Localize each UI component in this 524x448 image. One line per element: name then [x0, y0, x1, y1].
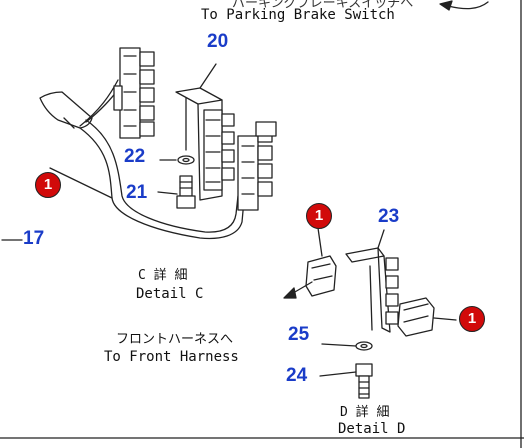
- bracket-20: [175, 63, 235, 201]
- callout-17: 17: [23, 228, 45, 249]
- washer-22: [159, 155, 195, 165]
- detail-c-label-jp: C 詳 細: [138, 268, 188, 283]
- front-harness-label-jp: フロントハーネスへ: [116, 332, 234, 347]
- bolt-24: [319, 363, 373, 399]
- parking-brake-label-en: To Parking Brake Switch: [201, 7, 395, 23]
- callout-20: 20: [207, 31, 229, 52]
- detail-d-label-en: Detail D: [338, 421, 406, 437]
- connector-d-right: [397, 297, 457, 337]
- callout-23: 23: [378, 206, 400, 227]
- connector-stack-left: [113, 47, 155, 139]
- reference-badge-connector-left: 1: [306, 203, 332, 229]
- reference-badge-cable: 1: [35, 172, 61, 198]
- detail-c-label-en: Detail C: [136, 286, 204, 302]
- leader-parking-brake: [439, 0, 489, 11]
- callout-25: 25: [288, 324, 310, 345]
- callout-21: 21: [126, 182, 148, 203]
- callout-24: 24: [286, 365, 308, 386]
- cable-harness-c: [39, 79, 245, 240]
- bracket-23: [345, 229, 399, 333]
- reference-badge-connector-right: 1: [459, 306, 485, 332]
- connector-d-left: [305, 227, 337, 297]
- arrow-front-harness: [283, 281, 313, 299]
- callout-22: 22: [124, 146, 146, 167]
- front-harness-label-en: To Front Harness: [104, 349, 239, 365]
- bolt-21: [157, 175, 196, 209]
- detail-d-label-jp: D 詳 細: [340, 405, 390, 420]
- parking-brake-label-jp: パーキングブレーキスイッチへ: [232, 0, 414, 11]
- connector-stack-right: [237, 121, 277, 211]
- washer-25: [321, 341, 373, 351]
